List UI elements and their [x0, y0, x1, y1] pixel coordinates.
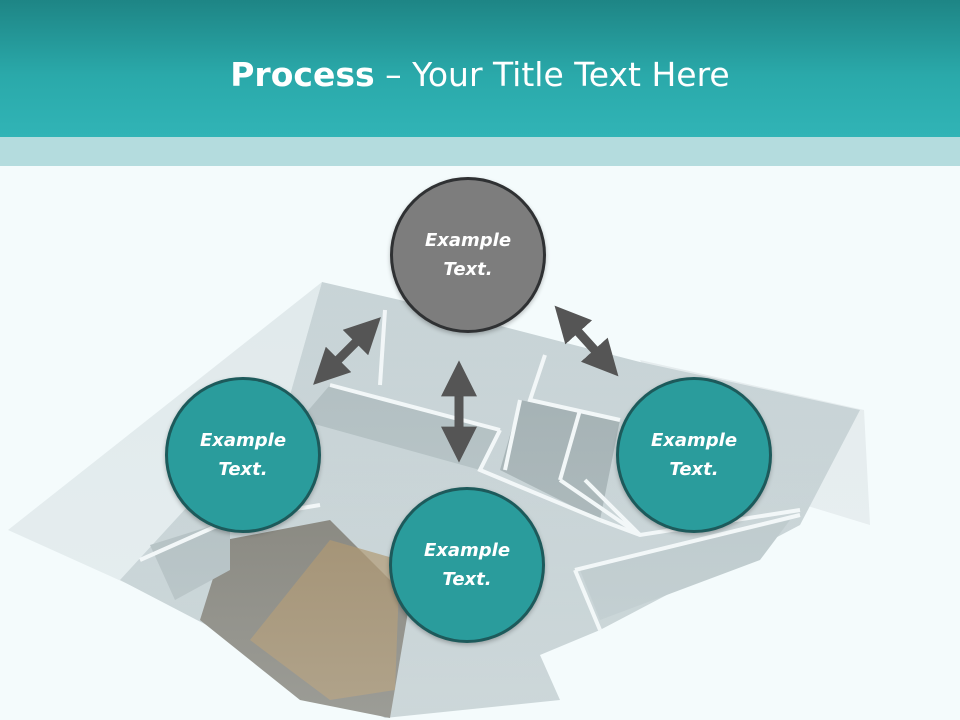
title-bar-band	[0, 137, 960, 166]
node-left[interactable]: Example Text.	[165, 377, 321, 533]
node-right[interactable]: Example Text.	[616, 377, 772, 533]
node-left-label: Example Text.	[199, 430, 287, 480]
slide-title-rest: – Your Title Text Here	[374, 55, 730, 94]
arrow-top-left	[313, 317, 381, 385]
node-top[interactable]: Example Text.	[390, 177, 546, 333]
node-bottom[interactable]: Example Text.	[389, 487, 545, 643]
node-right-label: Example Text.	[650, 430, 738, 480]
node-bottom-label: Example Text.	[423, 540, 511, 590]
title-bar	[0, 0, 960, 137]
slide-title[interactable]: Process – Your Title Text Here	[0, 52, 960, 98]
node-top-label: Example Text.	[424, 230, 512, 280]
arrow-top-right	[554, 305, 619, 377]
slide-title-bold: Process	[230, 55, 375, 94]
